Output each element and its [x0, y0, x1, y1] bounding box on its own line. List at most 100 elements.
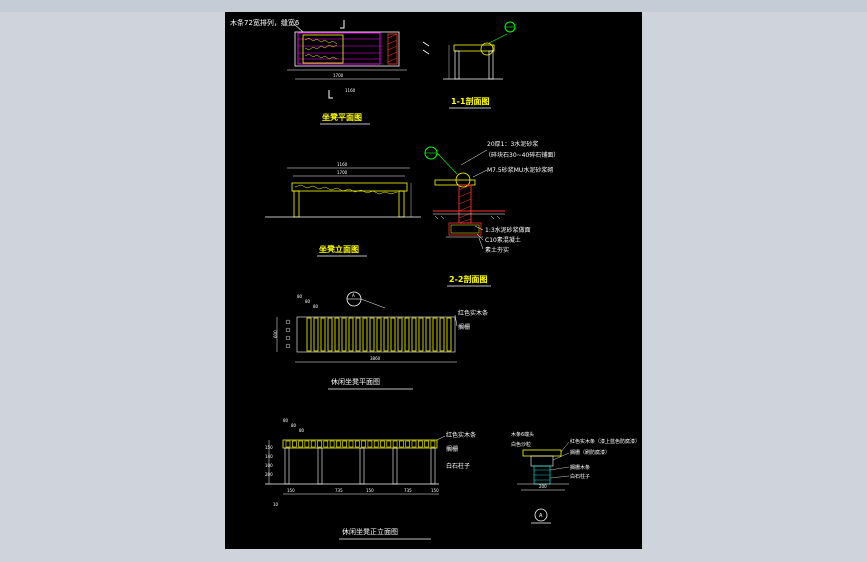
pav-elev-label-2: 搁栅	[446, 445, 458, 453]
slat-end	[367, 440, 373, 448]
plan-dim-outer: 1160	[345, 88, 356, 93]
sec22-note-1: 20厚1：3水泥砂浆	[487, 140, 538, 148]
pav-elev-top-dim-2: 80	[291, 423, 297, 428]
elev-title: 坐凳立面图	[319, 244, 359, 254]
slat-end	[336, 440, 341, 448]
slat-end	[386, 440, 392, 448]
sec22-note-6: 素土夯实	[485, 246, 509, 254]
pav-plan-top-dim-2: 80	[305, 299, 311, 304]
pav-elev-dim-left-1: 150	[265, 445, 273, 450]
slat	[320, 317, 326, 352]
detail-a-callout	[534, 508, 548, 522]
section-1-1: 1-1剖面图	[443, 21, 516, 109]
pav-plan-dim-total: 3860	[370, 356, 381, 361]
slat-end	[380, 440, 385, 448]
leisure-bench-elevation: 80 80 80 150 140 100 200 红色实木条 搁栅 白石柱子 1…	[265, 418, 476, 540]
slat-end	[304, 440, 310, 448]
plan-title: 坐凳平面图	[322, 112, 362, 122]
sec22-note-2: （碎块石30~40碎石铺面）	[485, 151, 559, 159]
section-mark-bottom	[328, 90, 333, 99]
detail-a-dim: 200	[539, 484, 547, 489]
detail-a-label-4: 搁栅（刷防腐漆）	[570, 449, 610, 456]
section-mark-top	[340, 20, 345, 29]
pav-elev-dim-3: 150	[366, 488, 374, 493]
detail-a-label-2: 白色沙粒	[511, 441, 531, 448]
pav-elev-dim-left-2: 140	[265, 454, 273, 459]
pav-elev-dim-2: 735	[335, 488, 343, 493]
pav-elev-top-dim-1: 80	[283, 418, 289, 423]
plan-note: 木条72宽排列，缝宽6	[230, 18, 300, 27]
pav-elev-title: 休闲坐凳正立面图	[342, 527, 398, 536]
slat-end	[348, 440, 354, 448]
pav-plan-dim-side: 600	[273, 330, 278, 338]
slat	[341, 317, 347, 352]
pav-plan-top-dim-1: 80	[297, 294, 303, 299]
pav-elev-dim-1: 150	[287, 488, 295, 493]
plan-seat-boards	[297, 32, 381, 65]
slat	[439, 317, 445, 352]
slat	[362, 317, 368, 352]
slat	[418, 317, 424, 352]
slat	[411, 317, 417, 352]
sec11-seat	[453, 44, 495, 52]
slat-end	[418, 440, 423, 448]
elev-dim-inner: 1700	[337, 170, 348, 175]
pav-plan-label-rib: 搁栅	[458, 323, 470, 331]
slat	[327, 317, 333, 352]
slat	[313, 317, 319, 352]
slat	[390, 317, 396, 352]
slat	[446, 317, 452, 352]
slat-end	[355, 440, 360, 448]
drawing-sheet: 木条72宽排列，缝宽6 1700 1160 坐凳平面图 1-1剖面图	[225, 12, 642, 549]
sec22-note-5: C10素混凝土	[485, 236, 521, 244]
sec11-title: 1-1剖面图	[451, 96, 489, 106]
slat	[355, 317, 361, 352]
pav-elev-dim-left-4: 200	[265, 472, 273, 477]
pav-plan-title: 休闲坐凳平面图	[331, 377, 380, 386]
plan-outline	[294, 31, 400, 67]
slat-end	[298, 440, 303, 448]
slat	[425, 317, 431, 352]
pav-elev-top-dim-3: 80	[299, 428, 305, 433]
slat-end	[317, 440, 322, 448]
pav-plan-outline	[296, 316, 456, 353]
leisure-bench-plan: 80 80 80 A 600 红色实木条 搁栅 3860 休闲坐凳平面图	[273, 291, 488, 390]
plan-end-support	[387, 33, 398, 65]
slat	[383, 317, 389, 352]
slat	[432, 317, 438, 352]
slat	[404, 317, 410, 352]
slat-end	[361, 440, 366, 448]
detail-a-label-1: 木条6端头	[511, 431, 534, 438]
cad-drawing: 木条72宽排列，缝宽6 1700 1160 坐凳平面图 1-1剖面图	[230, 18, 640, 540]
slat-end	[329, 440, 335, 448]
detail-a-label-3: 红色实木条（漆上蓝色防腐漆）	[570, 438, 640, 445]
detail-a-label-6: 白石柱子	[570, 473, 590, 480]
pav-elev-dim-left-3: 100	[265, 463, 273, 468]
elev-seat-slab	[291, 182, 408, 192]
section-mark-right	[422, 41, 430, 55]
sec22-note-3: M7.5砂浆MU水泥砂浆砌	[487, 166, 553, 174]
detail-a-label-5: 搁栅木条	[570, 464, 590, 471]
section-2-2: 20厚1：3水泥砂浆 （碎块石30~40碎石铺面） M7.5砂浆MU水泥砂浆砌 …	[424, 140, 559, 287]
slat-end	[342, 440, 347, 448]
slat-end	[285, 440, 291, 448]
pav-elev-label-1: 红色实木条	[446, 431, 476, 439]
pav-plan-top-dim-3: 80	[313, 304, 319, 309]
slat	[397, 317, 403, 352]
sec22-note-4: 1:3水泥砂浆做面	[485, 226, 531, 234]
pav-plan-label-wood: 红色实木条	[458, 309, 488, 317]
slat	[306, 317, 312, 352]
top-toolbar-strip	[0, 0, 867, 12]
slat-end	[424, 440, 429, 448]
pav-plan-callout-letter: A	[352, 293, 355, 298]
pav-plan-slats	[306, 317, 452, 352]
bench-elevation-view: 1160 1700 坐凳立面图	[265, 162, 421, 257]
pav-elev-slat-ends	[285, 440, 436, 448]
detail-a: 200 木条6端头 白色沙粒 红色实木条（漆上蓝色防腐漆） 搁栅（刷防腐漆） 搁…	[511, 431, 640, 524]
slat-end	[323, 440, 329, 448]
slat-end	[373, 440, 379, 448]
slat-end	[292, 440, 297, 448]
plan-dim-inner: 1700	[333, 73, 344, 78]
sec22-title: 2-2剖面图	[449, 274, 487, 284]
elev-dim-top: 1160	[337, 162, 348, 167]
